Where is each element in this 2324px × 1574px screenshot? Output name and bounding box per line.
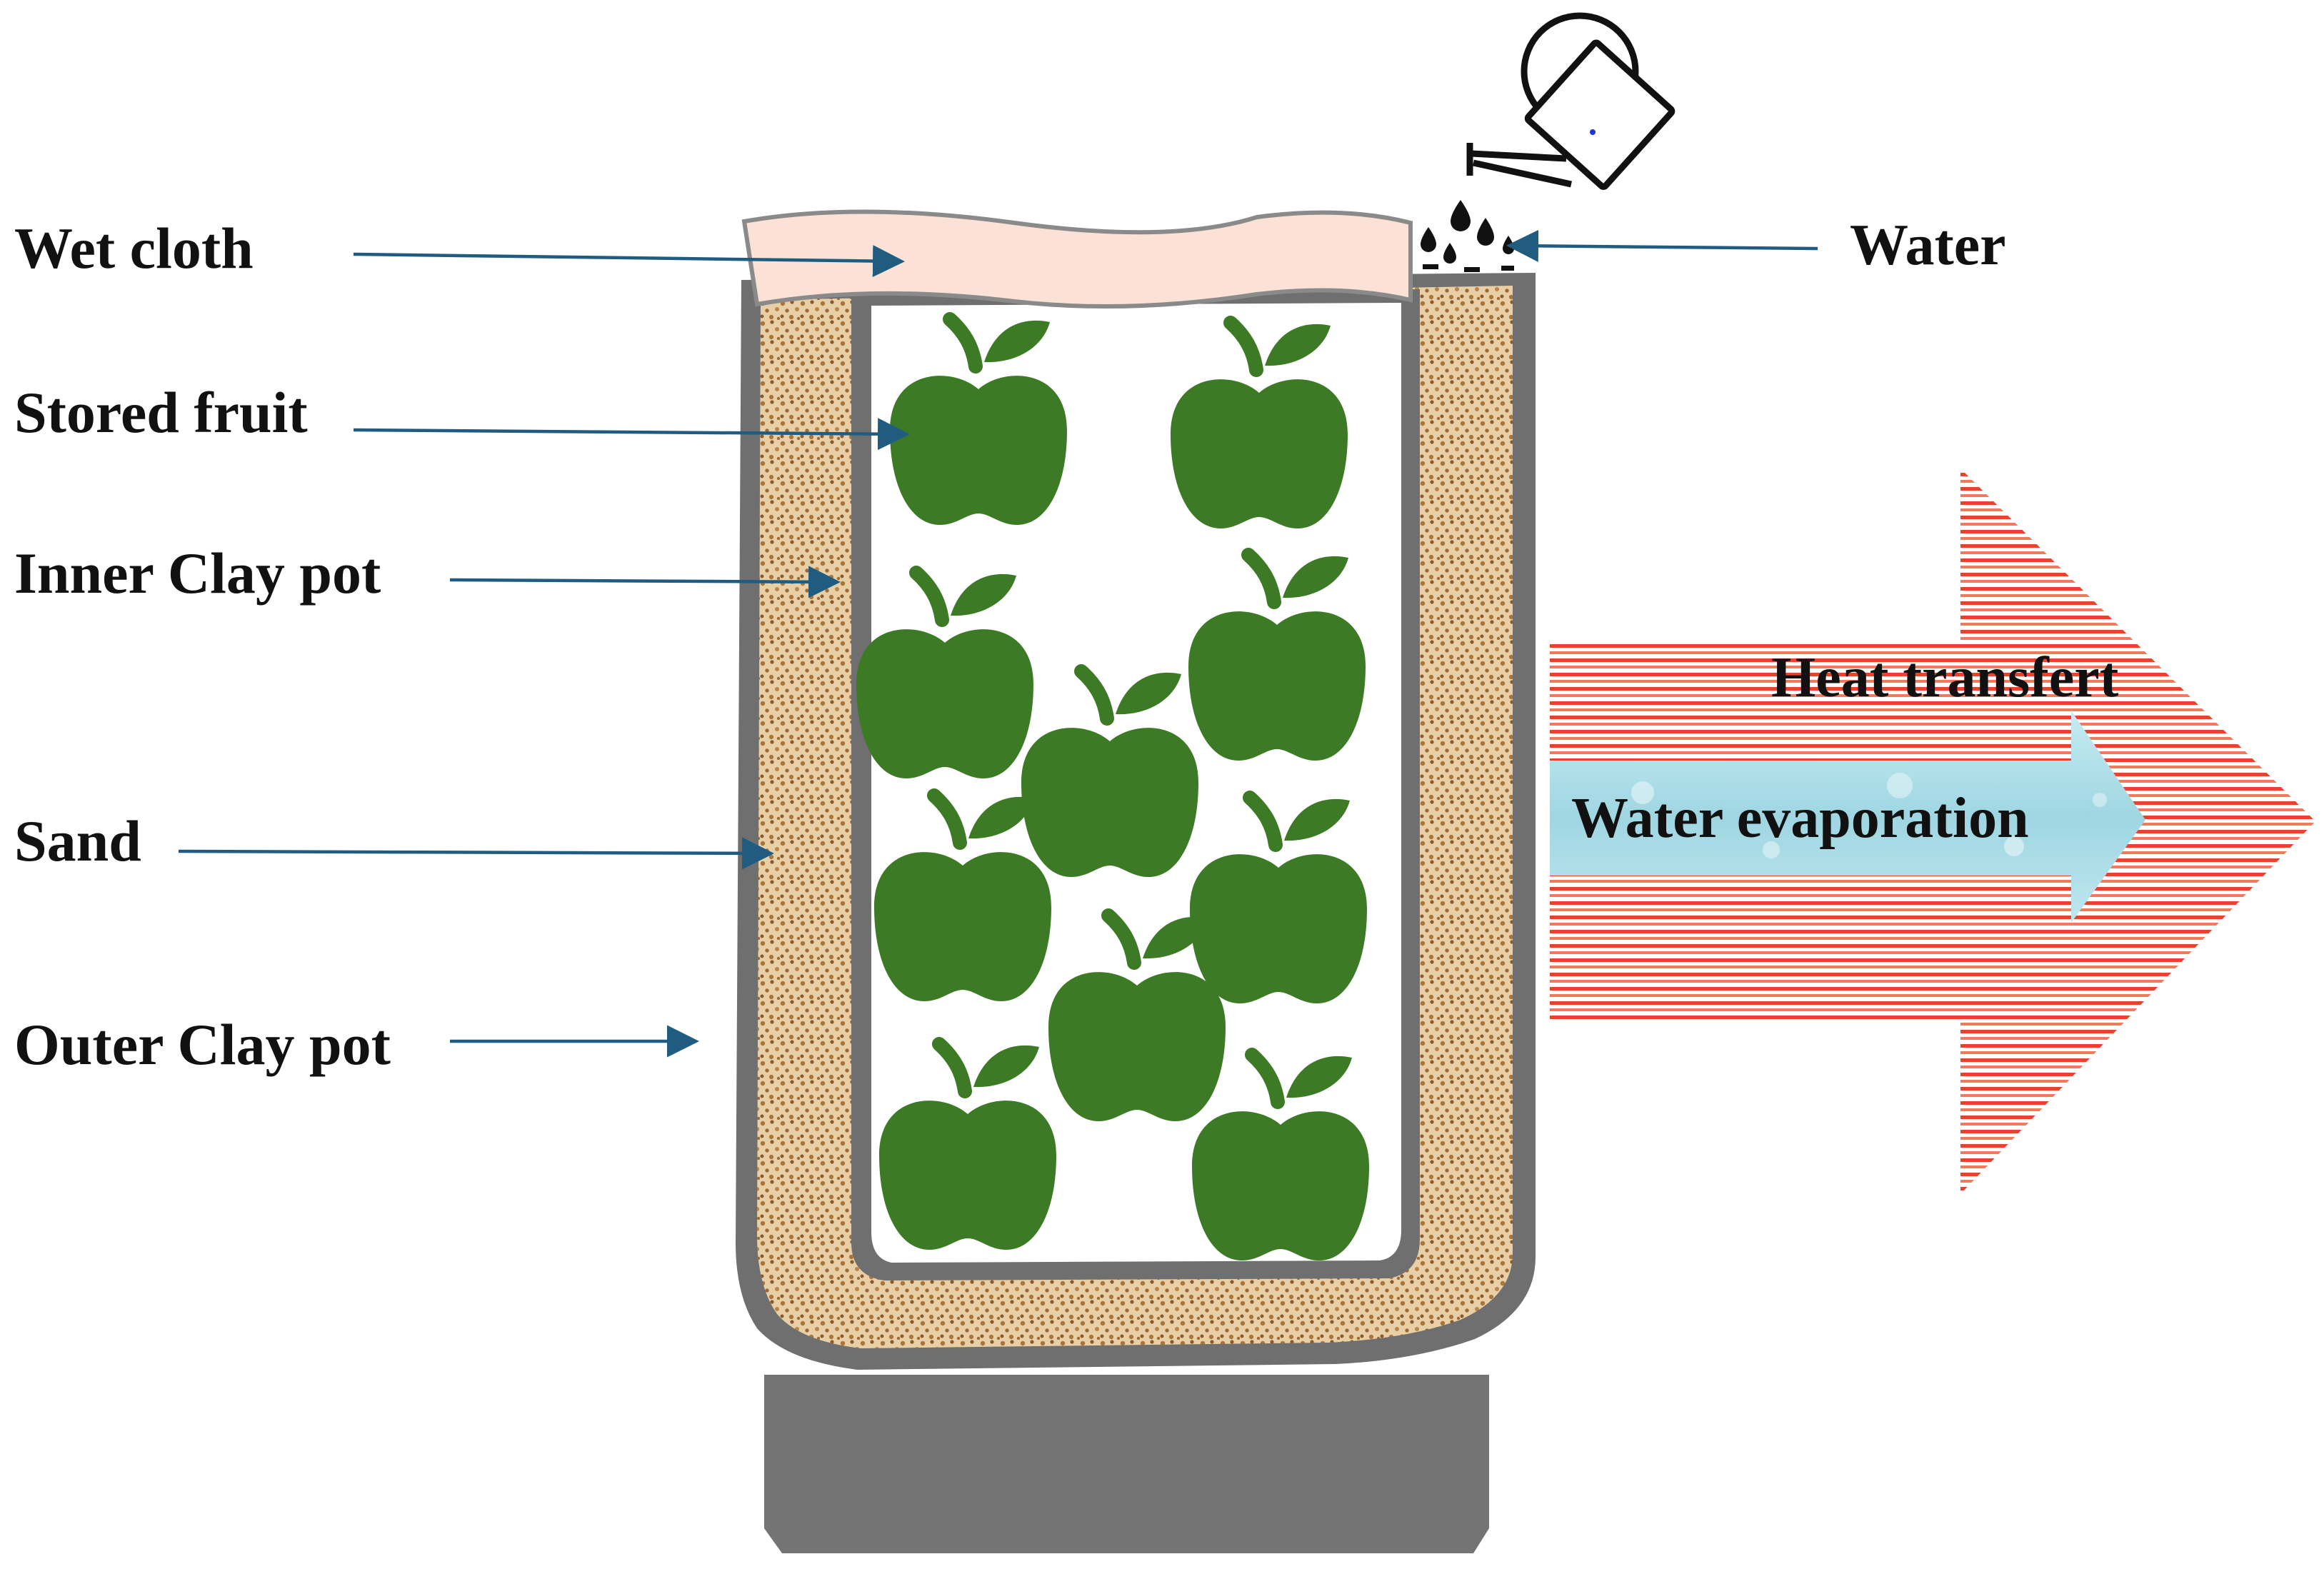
wet-cloth-label: Wet cloth — [14, 216, 254, 281]
wet-cloth-pointer — [353, 245, 905, 278]
pot-stand — [764, 1375, 1489, 1553]
water-pointer — [1506, 229, 1818, 262]
pointer-arrows — [178, 229, 1818, 1058]
outer-clay-pot-label: Outer Clay pot — [14, 1012, 391, 1077]
inner-clay-pot-label: Inner Clay pot — [14, 541, 381, 606]
inner-clay-pot-pointer — [449, 566, 841, 598]
sand-pointer — [178, 837, 774, 870]
water-drops — [1421, 200, 1514, 272]
stored-fruit-pointer — [353, 418, 910, 451]
heat-transfer-label: Heat transfert — [1771, 646, 2119, 709]
water-evaporation-label: Water evaporation — [1571, 787, 2029, 850]
watering-can-icon — [1466, 12, 1676, 190]
wet-cloth — [741, 209, 1413, 309]
sand-label: Sand — [14, 808, 141, 873]
stored-fruit-label: Stored fruit — [14, 380, 308, 445]
water-evaporation-arrow — [1550, 711, 2145, 923]
water-label: Water — [1850, 212, 2006, 277]
